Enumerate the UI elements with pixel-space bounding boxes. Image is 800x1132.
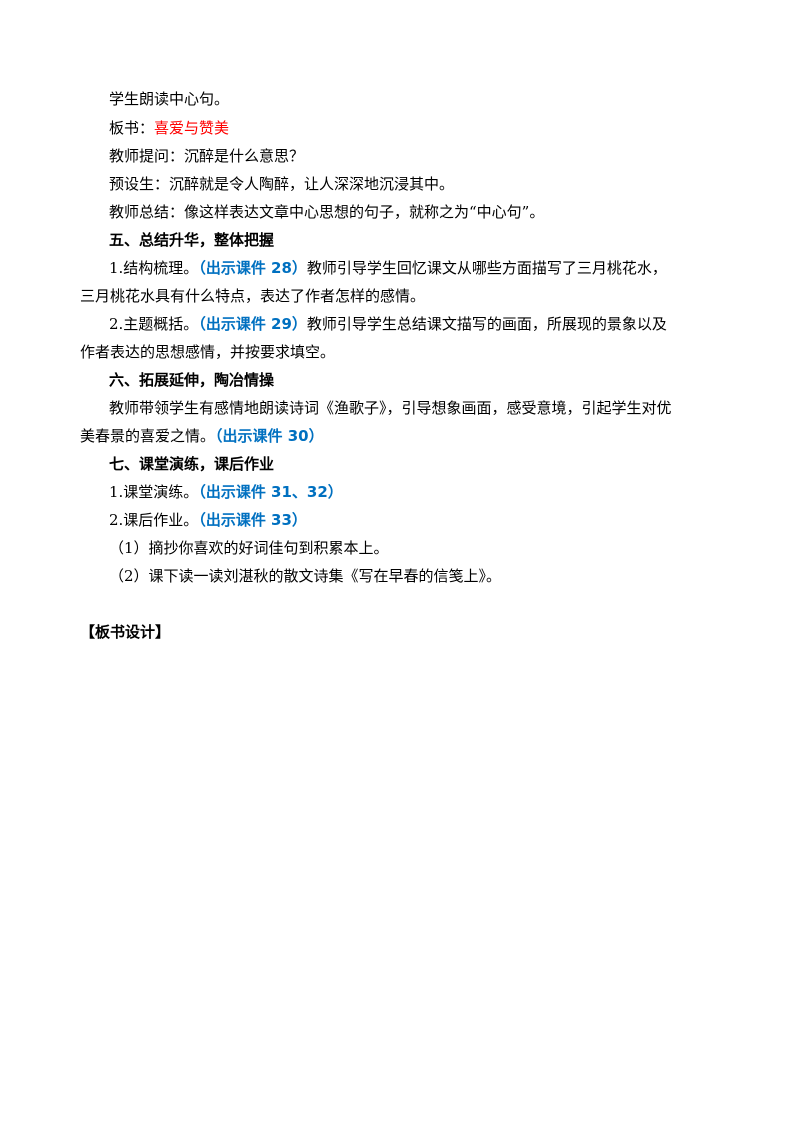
line-text: 美春景的喜爱之情。 <box>80 427 216 445</box>
text-line-4: 预设生：沉醉就是令人陶醉，让人深深地沉浸其中。 <box>109 174 454 194</box>
text-line-9: 作者表达的思想感情，并按要求填空。 <box>80 342 335 362</box>
text-line-12: 1.课堂演练。（出示课件 31、32） <box>109 482 343 502</box>
line-text: 学生朗读中心句。 <box>109 90 230 108</box>
line-text: （2）课下读一读刘湛秋的散文诗集《写在早春的信笺上》。 <box>109 567 502 585</box>
blackboard-highlight: 喜爱与赞美 <box>154 119 230 137</box>
line-text: 教师总结：像这样表达文章中心思想的句子，就称之为“中心句”。 <box>109 203 545 221</box>
courseware-ref: （出示课件 29） <box>198 315 307 333</box>
text-line-8: 2.主题概括。（出示课件 29）教师引导学生总结课文描写的画面，所展现的景象以及 <box>109 314 667 334</box>
line-text: 预设生：沉醉就是令人陶醉，让人深深地沉浸其中。 <box>109 175 455 193</box>
heading-text: 六、拓展延伸，陶冶情操 <box>109 371 275 389</box>
heading-text: 【板书设计】 <box>80 623 171 641</box>
line-text: 教师引导学生总结课文描写的画面，所展现的景象以及 <box>306 315 667 333</box>
line-text: 教师提问：沉醉是什么意思？ <box>109 147 305 165</box>
text-line-15: （2）课下读一读刘湛秋的散文诗集《写在早春的信笺上》。 <box>109 566 501 586</box>
text-line-3: 教师提问：沉醉是什么意思？ <box>109 146 304 166</box>
text-line-11: 美春景的喜爱之情。（出示课件 30） <box>80 426 324 446</box>
line-text: 2.主题概括。 <box>109 315 199 333</box>
line-text: 教师带领学生有感情地朗读诗词《渔歌子》，引导想象画面，感受意境，引起学生对优 <box>109 399 672 417</box>
courseware-ref: （出示课件 31、32） <box>198 483 343 501</box>
courseware-ref: （出示课件 33） <box>198 511 307 529</box>
line-text: 作者表达的思想感情，并按要求填空。 <box>80 343 336 361</box>
text-line-14: （1）摘抄你喜欢的好词佳句到积累本上。 <box>109 538 389 558</box>
blackboard-design-title: 【板书设计】 <box>80 622 170 642</box>
text-line-7: 三月桃花水具有什么特点，表达了作者怎样的感情。 <box>80 286 425 306</box>
line-text: （1）摘抄你喜欢的好词佳句到积累本上。 <box>109 539 389 557</box>
line-text: 2.课后作业。 <box>109 511 199 529</box>
text-line-6: 1.结构梳理。（出示课件 28）教师引导学生回忆课文从哪些方面描写了三月桃花水， <box>109 258 667 278</box>
text-line-10: 教师带领学生有感情地朗读诗词《渔歌子》，引导想象画面，感受意境，引起学生对优 <box>109 398 672 418</box>
text-line-blackboard: 板书：喜爱与赞美 <box>109 118 229 138</box>
heading-text: 七、课堂演练，课后作业 <box>109 455 275 473</box>
heading-text: 五、总结升华，整体把握 <box>109 231 275 249</box>
line-text: 三月桃花水具有什么特点，表达了作者怎样的感情。 <box>80 287 426 305</box>
line-text: 教师引导学生回忆课文从哪些方面描写了三月桃花水， <box>306 259 667 277</box>
text-line-1: 学生朗读中心句。 <box>109 89 229 109</box>
line-text: 1.课堂演练。 <box>109 483 199 501</box>
section-heading-5: 五、总结升华，整体把握 <box>109 230 274 250</box>
section-heading-7: 七、课堂演练，课后作业 <box>109 454 274 474</box>
section-heading-6: 六、拓展延伸，陶冶情操 <box>109 370 274 390</box>
text-line-13: 2.课后作业。（出示课件 33） <box>109 510 307 530</box>
courseware-ref: （出示课件 30） <box>215 427 324 445</box>
text-line-5: 教师总结：像这样表达文章中心思想的句子，就称之为“中心句”。 <box>109 202 544 222</box>
line-text: 1.结构梳理。 <box>109 259 199 277</box>
courseware-ref: （出示课件 28） <box>198 259 307 277</box>
line-text: 板书： <box>109 119 155 137</box>
